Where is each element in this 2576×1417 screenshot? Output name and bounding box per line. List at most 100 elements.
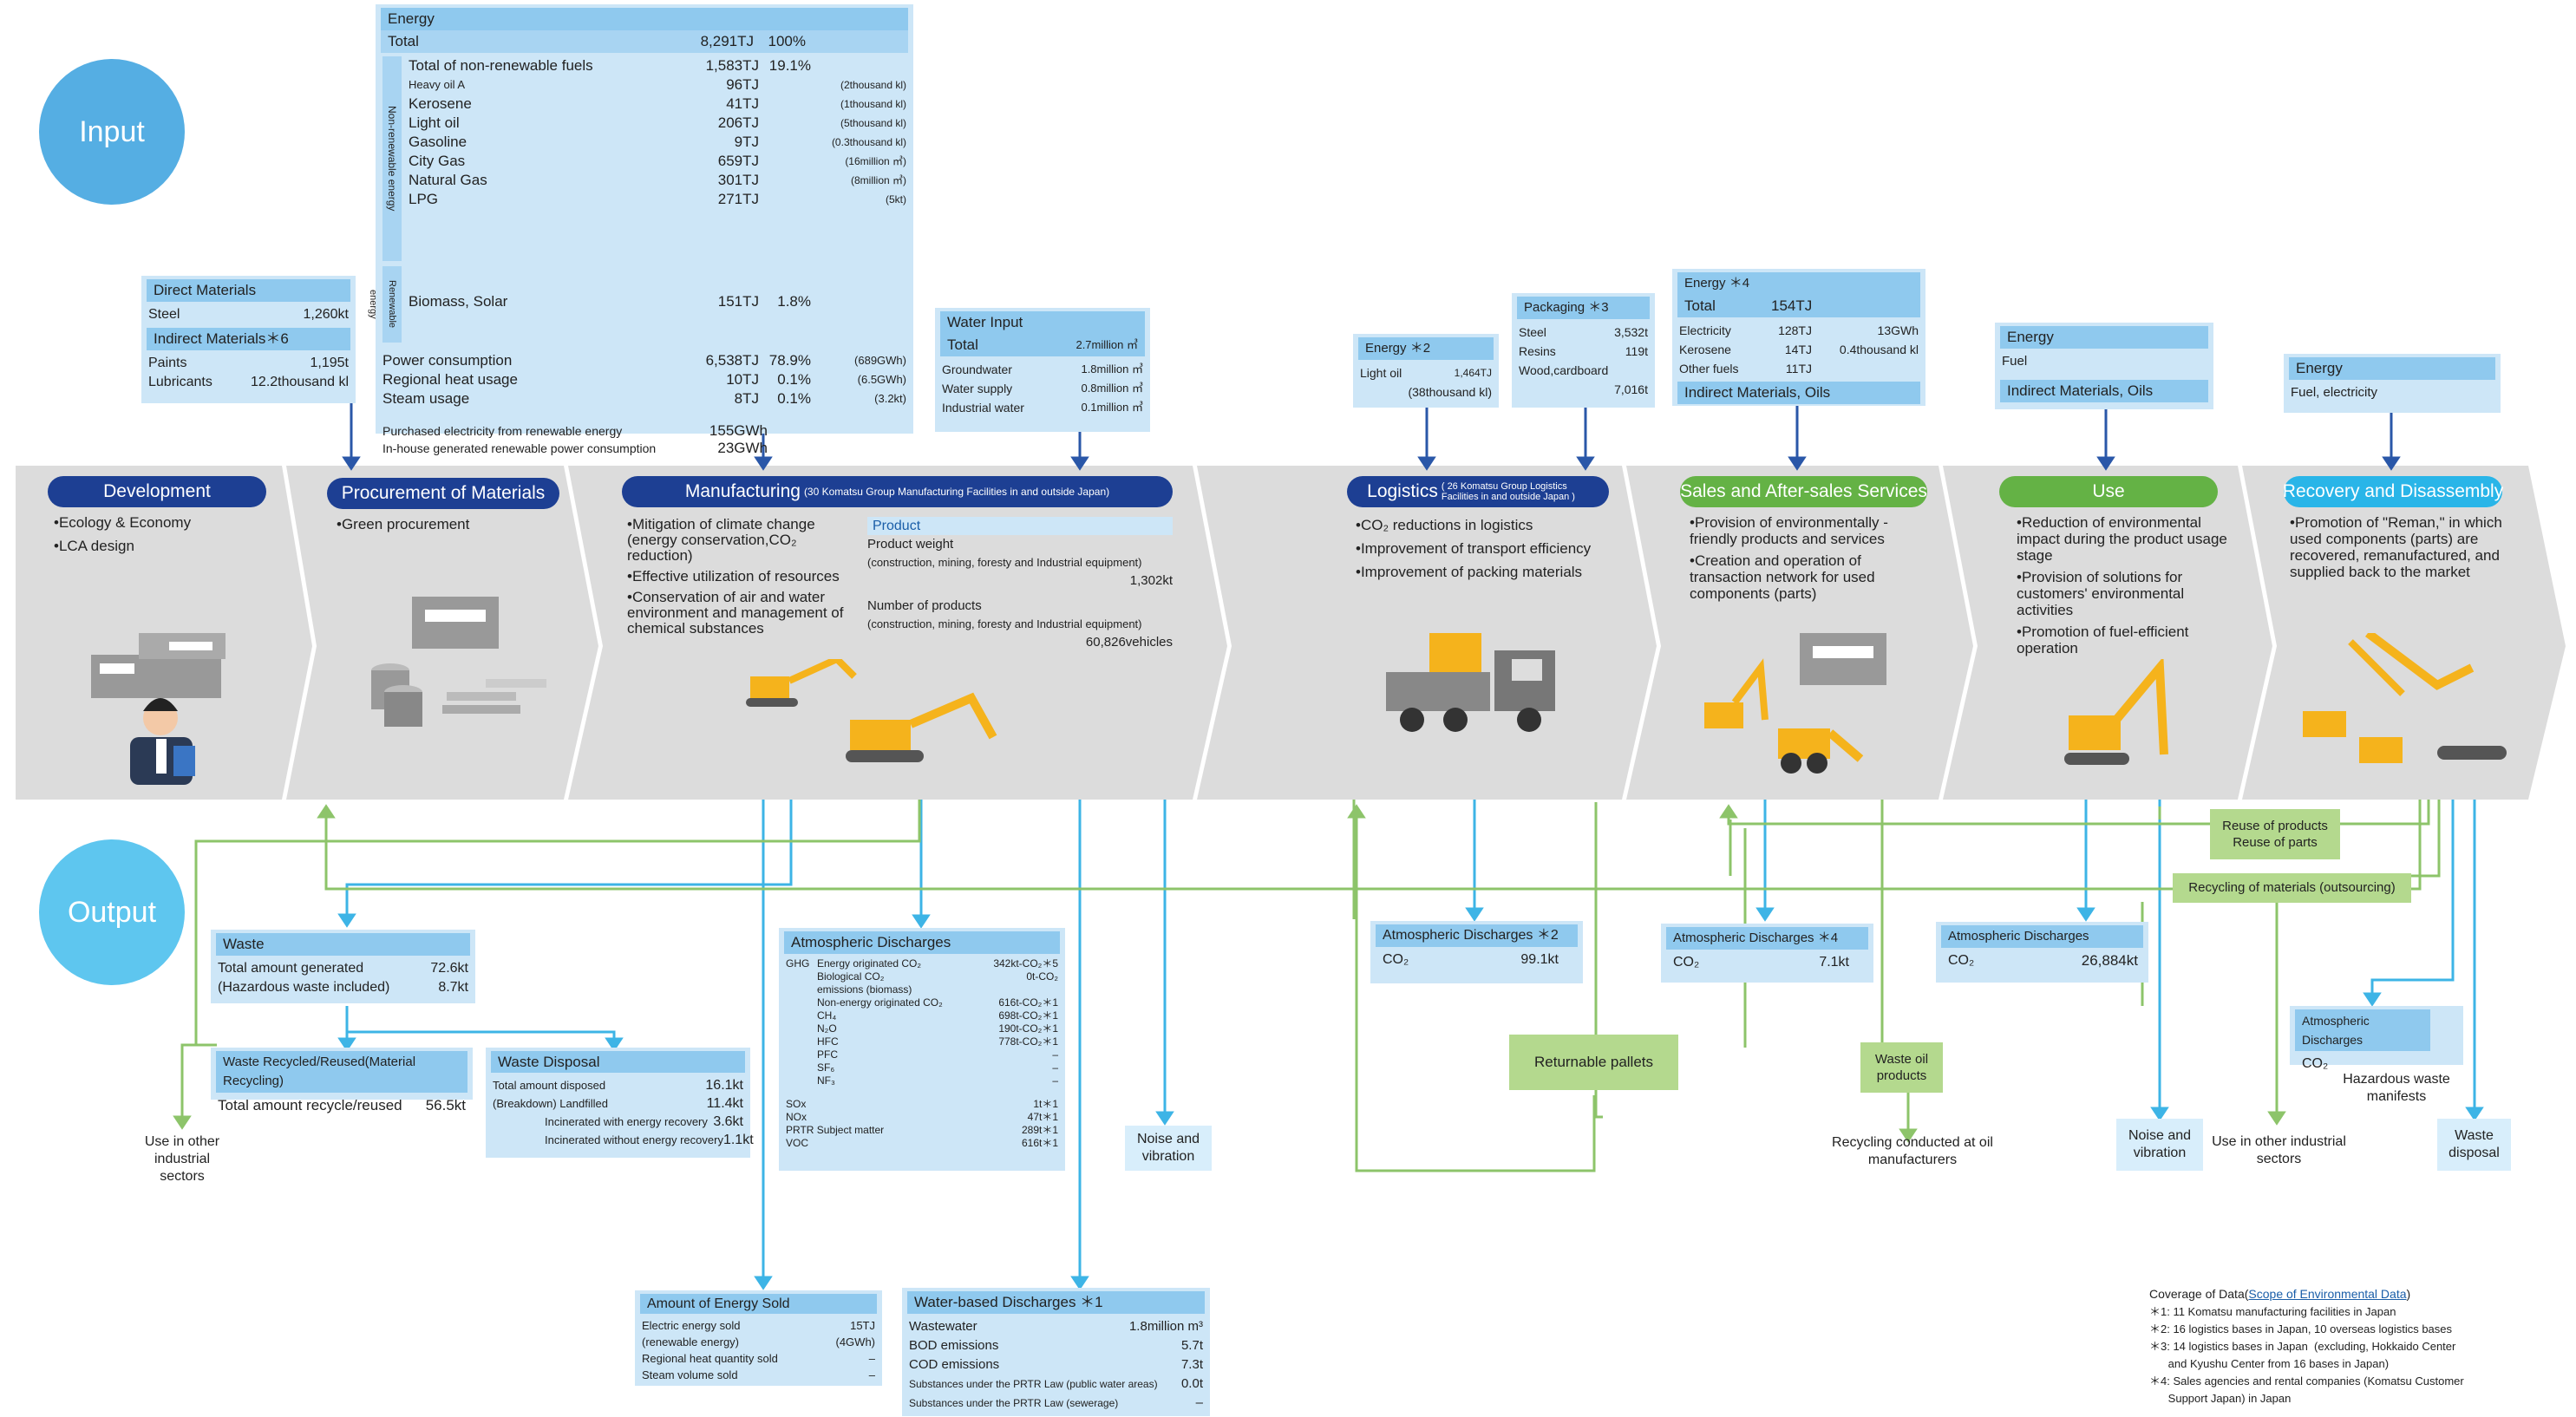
energy-sold-value: – (868, 1352, 875, 1365)
recovery-items: •Promotion of "Reman," in which used com… (2290, 514, 2515, 585)
steel-value: 1,260kt (303, 307, 349, 322)
water-discharge-row: Substances under the PRTR Law (sewerage)… (909, 1394, 1203, 1413)
light-oil-label: Light oil (1360, 366, 1402, 380)
recycled-box: Waste Recycled/Reused(Material Recycling… (211, 1048, 473, 1113)
stage-procurement: Procurement of Materials (327, 478, 559, 509)
logistics-energy-header: Energy ＊2 (1358, 337, 1494, 360)
atmo-name: Energy originated CO₂ (817, 957, 922, 970)
product-box: Product Product weight (construction, mi… (867, 517, 1173, 651)
biomass-value: 151TJ (717, 293, 759, 310)
atmo-rec-label: CO₂ (2302, 1056, 2329, 1071)
atmo-value: 190t-CO₂＊1 (998, 1022, 1058, 1035)
noise-vibration-1: Noise and vibration (1125, 1126, 1212, 1171)
power-name: Steam usage (382, 390, 470, 407)
reuse-box: Reuse of products Reuse of parts (2210, 809, 2340, 859)
atmo-mfg-header: Atmospheric Discharges (784, 931, 1060, 954)
disposal-value: 16.1kt (705, 1078, 743, 1093)
waste-haz-label: (Hazardous waste included) (218, 980, 390, 995)
water-discharge-value: 5.7t (1180, 1338, 1203, 1353)
packaging-extra: 7,016t (1614, 382, 1648, 396)
water-discharge-name: BOD emissions (909, 1338, 999, 1353)
recycled-value: 56.5kt (425, 1097, 466, 1113)
recycled-header: Waste Recycled/Reused(Material Recycling… (216, 1051, 467, 1093)
fuel-value: 41TJ (726, 95, 759, 112)
sales-energy-value: 11TJ (1785, 362, 1812, 375)
light-oil-value: 1,464TJ (1454, 367, 1492, 379)
atmo-value: – (1052, 1048, 1058, 1061)
atmo-other-name: NOx (786, 1111, 807, 1123)
atmo-row: emissions (biomass) (817, 983, 1058, 996)
coverage-title: Coverage of Data( (2149, 1287, 2249, 1301)
use-energy-header: Energy (2000, 326, 2208, 349)
fuel-value: 96TJ (726, 76, 759, 93)
disposal-name: (Breakdown) Landfilled (493, 1097, 608, 1110)
atmo-other-value: 289t＊1 (1021, 1124, 1058, 1136)
atmo-rec-header: Atmospheric Discharges (2295, 1009, 2430, 1051)
power-unit: (689GWh) (854, 354, 906, 367)
atmo-recovery-box: Atmospheric Discharges CO₂ (2290, 1006, 2463, 1071)
atmo-name: emissions (biomass) (817, 983, 912, 996)
atmo-log-label: CO₂ (1383, 952, 1409, 967)
power-value: 6,538TJ (705, 352, 759, 369)
sales-energy-unit: 0.4thousand kl (1839, 343, 1919, 356)
energy-sold-header: Amount of Energy Sold (640, 1294, 877, 1314)
fuel-unit: (1thousand kl) (840, 98, 906, 110)
atmo-value: 0t-CO₂ (1026, 970, 1058, 983)
energy-sold-box: Amount of Energy Sold Electric energy so… (635, 1290, 882, 1386)
steel-label: Steel (148, 307, 180, 322)
fuel-unit: (0.3thousand kl) (831, 136, 906, 148)
fuel-name: Light oil (409, 114, 460, 131)
atmo-other-name: SOx (786, 1098, 807, 1110)
materials-icon (371, 597, 546, 727)
coverage-link[interactable]: Scope of Environmental Data (2248, 1287, 2407, 1301)
water-discharge-name: COD emissions (909, 1357, 1000, 1372)
atmo-log-value: 99.1kt (1520, 952, 1559, 967)
use-indirect-footer: Indirect Materials, Oils (2000, 380, 2208, 402)
product-weight-value: 1,302kt (1129, 573, 1173, 588)
lubricants-label: Lubricants (148, 375, 212, 389)
stage-item: •Reduction of environmental impact durin… (2017, 514, 2227, 564)
energy-total-label: Total (388, 33, 419, 49)
atmo-sales-header: Atmospheric Discharges ＊4 (1666, 927, 1868, 950)
sales-items: •Provision of environmentally -friendly … (1690, 514, 1915, 607)
fuel-value: 206TJ (717, 114, 759, 131)
stage-development: Development (48, 476, 266, 507)
sales-total-label: Total (1684, 297, 1716, 314)
coverage-note: Support Japan) in Japan (2149, 1392, 2292, 1405)
power-value: 10TJ (726, 371, 759, 388)
energy-sold-name: Steam volume sold (642, 1368, 738, 1381)
product-weight-label: Product weight (867, 537, 954, 552)
water-total-label: Total (947, 336, 978, 353)
stage-item: •Improvement of packing materials (1356, 564, 1583, 580)
fuel-name: LPG (409, 191, 439, 207)
biomass-pct: 1.8% (777, 293, 811, 310)
power-name: Regional heat usage (382, 371, 518, 388)
power-value: 8TJ (734, 390, 759, 407)
development-items: •Ecology & Economy•LCA design (54, 513, 271, 560)
energy-total-pct: 100% (768, 33, 806, 49)
packaging-name: Steel (1519, 325, 1546, 339)
packaging-value: 119t (1625, 344, 1648, 358)
noise-vibration-2: Noise and vibration (2116, 1119, 2203, 1171)
fuel-unit: (8million ㎥) (850, 174, 906, 186)
